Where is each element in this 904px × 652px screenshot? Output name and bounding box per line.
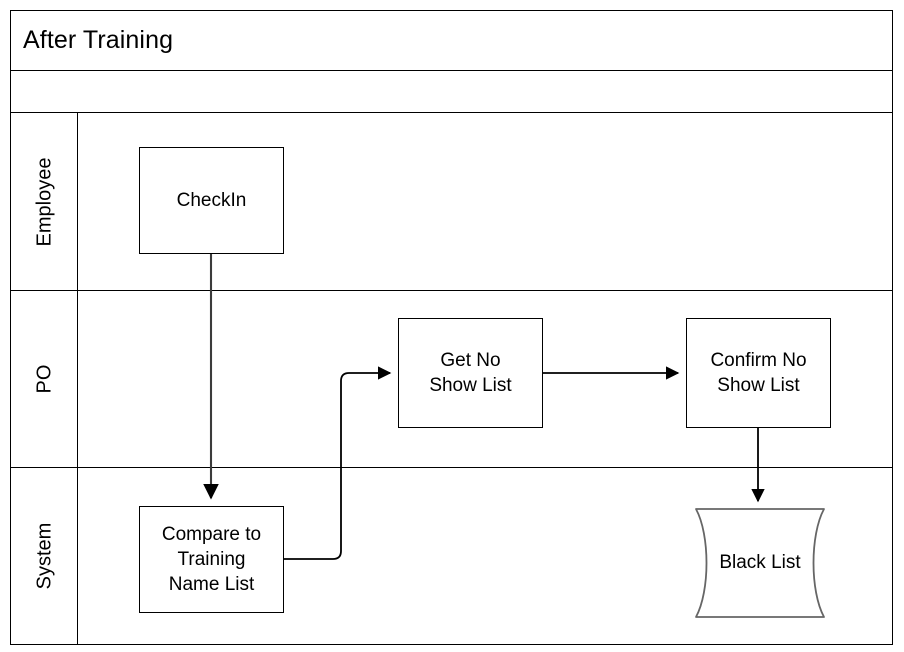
node-get-no-show-list[interactable]: Get No Show List bbox=[398, 318, 543, 428]
data-store-shape bbox=[695, 508, 825, 618]
lane-label-employee-text: Employee bbox=[33, 157, 55, 246]
swimlane-system: System bbox=[11, 468, 892, 644]
page-title: After Training bbox=[11, 11, 892, 71]
swimlane-po: PO bbox=[11, 291, 892, 468]
edge-compare-to-getnoshow[interactable] bbox=[283, 366, 392, 560]
node-black-list[interactable]: Black List bbox=[690, 507, 830, 619]
swimlane-employee: Employee bbox=[11, 113, 892, 291]
node-compare-to-training-name-list[interactable]: Compare to Training Name List bbox=[139, 506, 284, 613]
node-confirm-no-show-list[interactable]: Confirm No Show List bbox=[686, 318, 831, 428]
lane-label-po: PO bbox=[11, 291, 78, 467]
node-black-list-label: Black List bbox=[719, 552, 801, 573]
lane-label-employee: Employee bbox=[11, 113, 78, 290]
lane-label-system: System bbox=[11, 468, 78, 644]
phase-band bbox=[11, 71, 892, 113]
node-checkin[interactable]: CheckIn bbox=[139, 147, 284, 254]
lane-label-po-text: PO bbox=[33, 364, 55, 394]
lane-label-system-text: System bbox=[33, 522, 55, 590]
